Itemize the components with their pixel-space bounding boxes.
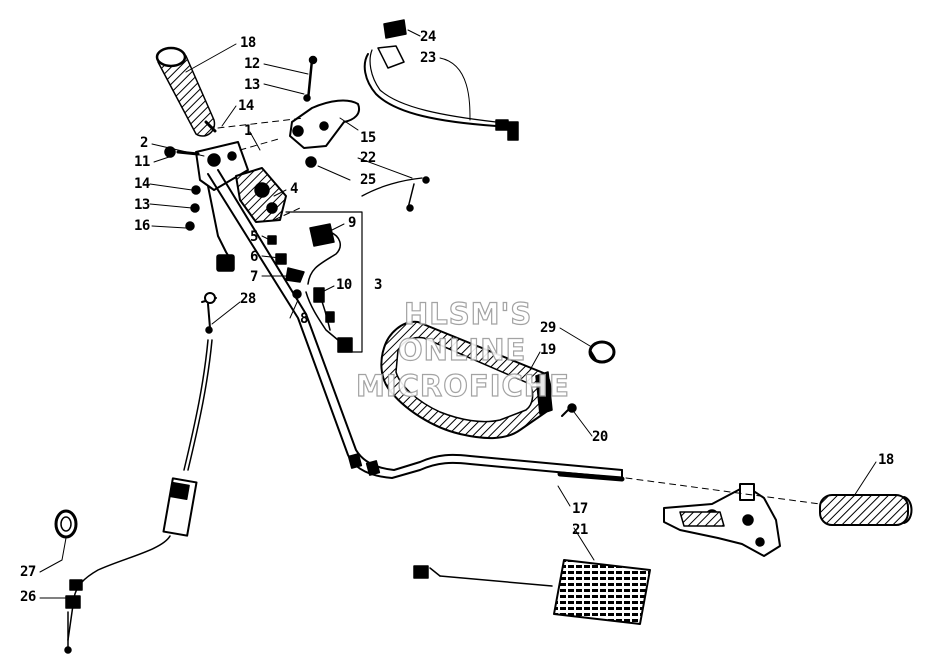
assembly-line <box>625 477 821 505</box>
callout-5: 5 <box>250 229 258 245</box>
callout-18-right-grip: 18 <box>878 452 894 468</box>
callout-11: 11 <box>134 154 150 170</box>
right-grip <box>819 494 913 526</box>
callout-10: 10 <box>336 277 352 293</box>
cable-22 <box>361 176 430 212</box>
group-bracket <box>285 211 363 353</box>
watermark-line-3: MICROFICHE <box>355 369 570 403</box>
callout-1: 1 <box>244 123 252 139</box>
callout-18-left-grip: 18 <box>240 35 256 51</box>
callout-6: 6 <box>250 249 258 265</box>
callout-19: 19 <box>540 342 556 358</box>
clamp-29 <box>588 340 616 364</box>
callout-14-top: 14 <box>238 98 254 114</box>
callout-4: 4 <box>290 181 298 197</box>
callout-21: 21 <box>572 522 588 538</box>
callout-17: 17 <box>572 501 588 517</box>
brake-lever <box>289 55 360 168</box>
callout-7: 7 <box>250 269 258 285</box>
heater-element <box>413 559 651 625</box>
callout-15: 15 <box>360 130 376 146</box>
callout-25: 25 <box>360 172 376 188</box>
screw-20 <box>561 403 577 417</box>
callout-8: 8 <box>300 311 308 327</box>
left-control-housing <box>164 141 249 272</box>
hand-warmer-cable <box>363 19 519 141</box>
callout-leaders <box>39 29 877 599</box>
callout-12: 12 <box>244 56 260 72</box>
kill-switch-assembly <box>305 223 353 353</box>
callout-14-left: 14 <box>134 176 150 192</box>
throttle-body <box>235 167 305 299</box>
callout-16: 16 <box>134 218 150 234</box>
callout-29: 29 <box>540 320 556 336</box>
callout-27: 27 <box>20 564 36 580</box>
callout-2: 2 <box>140 135 148 151</box>
callout-9: 9 <box>348 215 356 231</box>
callout-13-left: 13 <box>134 197 150 213</box>
left-grip <box>155 46 217 137</box>
right-control-housing <box>663 483 781 557</box>
callout-20: 20 <box>592 429 608 445</box>
callout-3: 3 <box>374 277 382 293</box>
callout-13-top: 13 <box>244 77 260 93</box>
watermark-line-1: HLSM'S <box>403 297 533 331</box>
callout-26: 26 <box>20 589 36 605</box>
callout-28: 28 <box>240 291 256 307</box>
callout-22: 22 <box>360 150 376 166</box>
clip-27 <box>54 509 78 539</box>
handlebar-tube <box>207 169 625 482</box>
callout-24: 24 <box>420 29 436 45</box>
callout-23: 23 <box>420 50 436 66</box>
throttle-cable <box>64 292 217 654</box>
watermark-line-2: ONLINE <box>397 333 527 367</box>
handlebar-pad <box>380 320 553 440</box>
